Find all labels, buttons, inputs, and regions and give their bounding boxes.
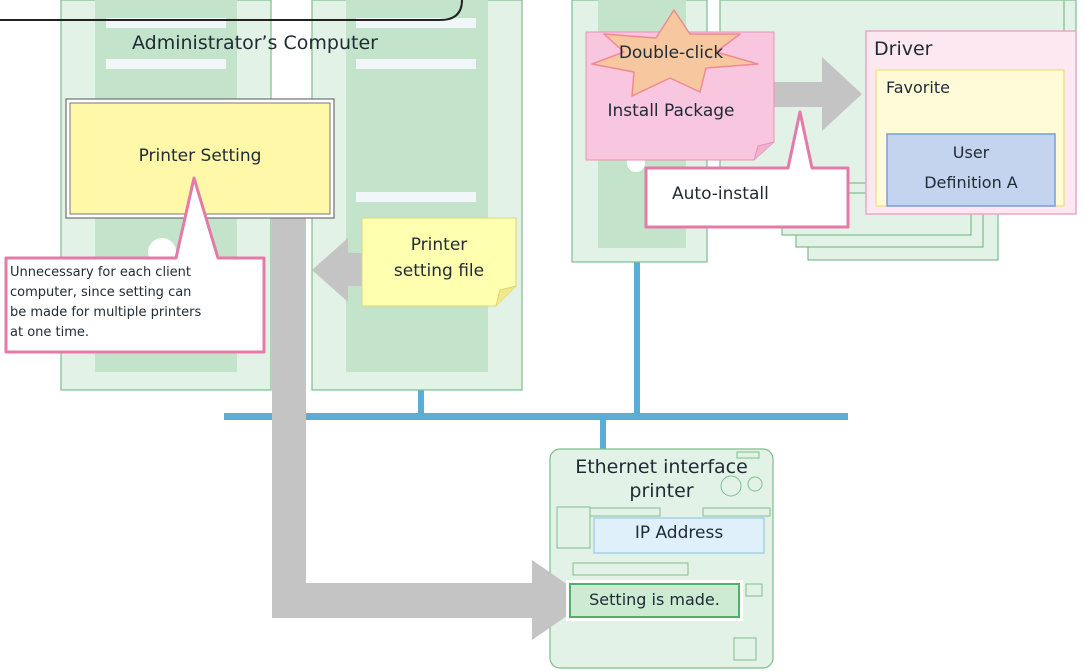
ip-address-label: IP Address: [634, 523, 724, 543]
top-callout-fragment: [0, 0, 463, 21]
admin-computer-tower-2: [311, 0, 523, 391]
double-click-label: Double-click: [618, 43, 724, 63]
install-package-label: Install Package: [607, 101, 735, 121]
double-click-burst: [591, 9, 759, 97]
user-definition-line2: Definition A: [924, 173, 1018, 192]
note-callout: [4, 176, 266, 354]
driver-panel: [865, 30, 1077, 215]
setting-made-label: Setting is made.: [589, 590, 720, 609]
printer-setting-file-line1: Printer: [410, 235, 468, 255]
printer-title-line2: printer: [629, 480, 694, 502]
auto-install-label: Auto-install: [672, 184, 769, 204]
favorite-label: Favorite: [886, 78, 950, 97]
admin-computer-title: Administrator’s Computer: [132, 32, 378, 54]
ip-address-box: [593, 517, 765, 554]
printer-setting-label: Printer Setting: [138, 146, 262, 166]
setting-flow-arrow: [272, 215, 590, 640]
driver-title: Driver: [874, 38, 933, 60]
network-lines: [224, 262, 848, 452]
user-definition-line1: User: [952, 143, 990, 162]
note-line-4: at one time.: [10, 325, 90, 340]
printer-title: Ethernet interface printer: [550, 455, 773, 503]
printer-setting-file-line2: setting file: [393, 261, 485, 281]
auto-install-callout: [644, 110, 850, 229]
install-arrow: [758, 57, 862, 131]
note-line-3: be made for multiple printers: [10, 305, 202, 320]
user-definition-label: User Definition A: [887, 138, 1055, 198]
file-to-setting-arrow: [312, 238, 372, 302]
note-line-1: Unnecessary for each client: [10, 265, 192, 280]
setting-made-box: [569, 583, 740, 618]
note-line-2: computer, since setting can: [10, 285, 192, 300]
printer-title-line1: Ethernet interface: [575, 456, 748, 478]
printer-setting-file-label: Printer setting file: [362, 232, 516, 284]
printer-setting-window: [65, 98, 335, 219]
note-text: Unnecessary for each client computer, si…: [10, 263, 201, 343]
